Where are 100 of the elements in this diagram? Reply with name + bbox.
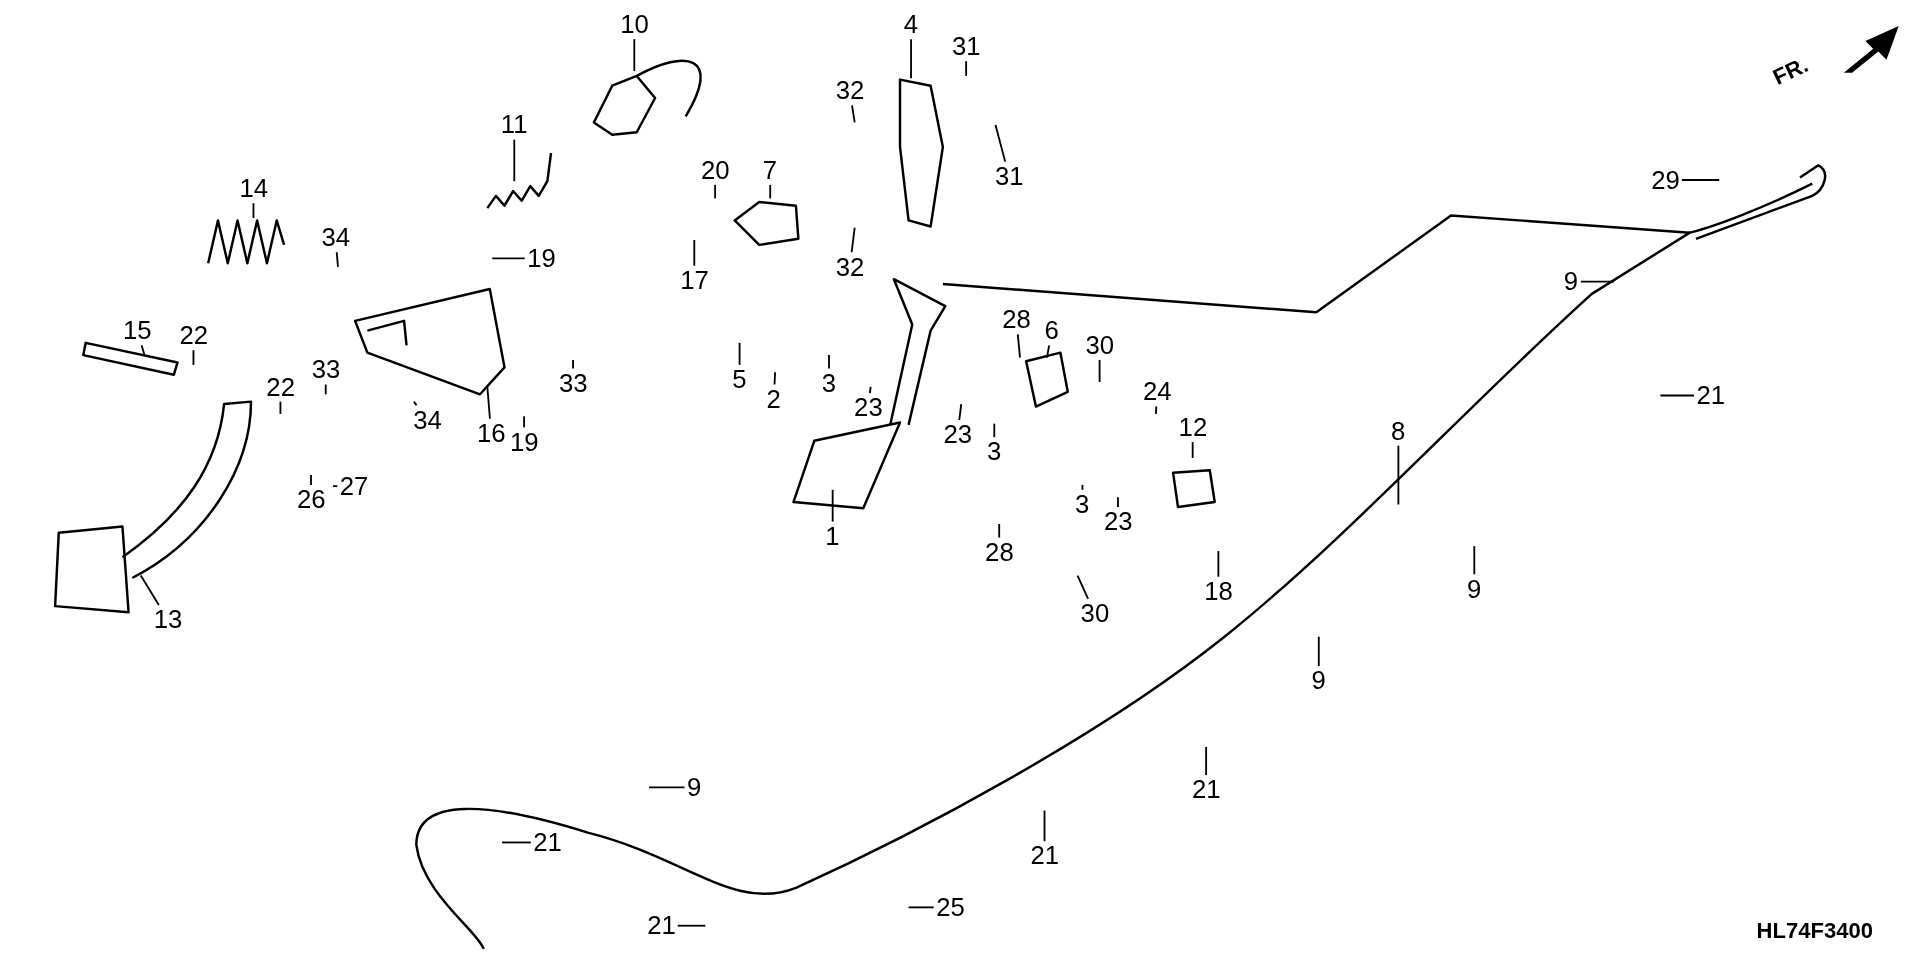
callout-number: 21 — [1030, 842, 1059, 870]
leader-line — [1081, 483, 1084, 491]
callout-number: 1 — [825, 522, 840, 550]
callout-number: 4 — [903, 11, 918, 38]
direction-label: FR. — [1768, 51, 1812, 91]
callout-number: 34 — [321, 224, 351, 251]
leader-line — [907, 906, 935, 909]
callout-number: 16 — [476, 420, 506, 447]
callout-number: 28 — [1002, 306, 1031, 334]
callout-number: 3 — [1075, 491, 1090, 518]
leader-line — [572, 359, 574, 370]
callout-number: 25 — [936, 893, 965, 921]
leader-line — [501, 841, 532, 844]
leader-line — [486, 386, 491, 420]
leader-line — [1191, 441, 1194, 459]
leader-line — [1046, 344, 1051, 359]
callout-number: 9 — [1466, 575, 1482, 603]
callout-number: 29 — [1651, 166, 1680, 194]
leader-line — [1098, 359, 1101, 383]
callout-number: 28 — [985, 538, 1014, 566]
leader-line — [192, 349, 195, 366]
callout-number: 21 — [533, 829, 562, 856]
leader-line — [1016, 333, 1021, 359]
callout-number: 33 — [559, 369, 588, 397]
callout-number: 19 — [527, 244, 556, 272]
leader-line — [1659, 394, 1695, 397]
leader-line — [676, 924, 707, 927]
leader-line — [1117, 496, 1119, 508]
callout-number: 17 — [680, 266, 709, 294]
callout-number: 30 — [1085, 331, 1115, 359]
leader-line — [491, 257, 526, 260]
callout-number: 19 — [510, 428, 539, 456]
callout-number: 24 — [1143, 378, 1172, 406]
callout-number: 5 — [732, 366, 747, 394]
callout-number: 32 — [835, 77, 865, 105]
callout-number: 8 — [1391, 417, 1406, 445]
callout-number: 33 — [311, 356, 341, 384]
callout-number: 13 — [153, 606, 183, 634]
leader-line — [140, 344, 146, 357]
leader-line — [828, 354, 830, 370]
leader-line — [1205, 746, 1208, 777]
leader-line — [648, 786, 686, 789]
leader-line — [850, 226, 856, 254]
leader-line — [335, 251, 339, 268]
callout-number: 2 — [766, 385, 781, 413]
leader-line — [965, 60, 968, 77]
callout-number: 3 — [821, 369, 836, 397]
callout-number: 27 — [339, 472, 369, 500]
leader-line — [332, 485, 339, 488]
callout-number: 23 — [1103, 508, 1133, 536]
callout-number: 9 — [686, 773, 702, 801]
leader-line — [279, 400, 282, 415]
callout-number: 7 — [762, 156, 778, 184]
callout-number: 18 — [1204, 577, 1233, 605]
callout-number: 21 — [1696, 382, 1726, 409]
drawing-code: HL74F3400 — [1756, 917, 1873, 944]
leader-line — [714, 184, 717, 200]
leader-line — [1043, 809, 1046, 843]
callout-number: 20 — [701, 156, 730, 184]
callout-number: 32 — [835, 253, 865, 281]
leader-line — [693, 239, 696, 267]
leader-line — [412, 400, 418, 407]
leader-line — [851, 104, 856, 124]
leader-line — [868, 386, 872, 394]
leader-line — [831, 488, 834, 523]
callout-number: 21 — [1192, 776, 1221, 804]
leader-line — [1317, 635, 1320, 668]
leader-line — [1579, 280, 1615, 283]
leader-line — [1076, 574, 1089, 600]
callout-number: 30 — [1080, 600, 1110, 627]
callout-number: 14 — [239, 175, 268, 203]
callout-number: 23 — [943, 421, 973, 449]
leader-line — [324, 383, 327, 396]
callout-number: 23 — [854, 394, 883, 422]
leader-line — [310, 474, 312, 486]
leader-line — [523, 415, 525, 429]
leader-line — [998, 523, 1001, 539]
leader-line — [738, 341, 741, 366]
callout-number: 15 — [123, 317, 152, 345]
callout-number: 21 — [647, 912, 676, 940]
callout-number: 6 — [1044, 317, 1059, 345]
callout-number: 3 — [986, 438, 1002, 466]
leader-line — [1397, 444, 1400, 506]
leader-line — [769, 184, 772, 200]
callout-number: 22 — [179, 322, 208, 349]
leader-line — [139, 574, 160, 606]
leader-line — [1217, 550, 1220, 578]
callout-number: 34 — [413, 406, 442, 434]
callout-number: 12 — [1178, 413, 1208, 441]
leader-line — [994, 124, 1007, 163]
leader-line — [252, 202, 255, 219]
callout-number: 26 — [296, 486, 326, 514]
leader-line — [773, 371, 777, 386]
callout-number: 9 — [1563, 268, 1578, 296]
callout-number: 10 — [620, 11, 649, 38]
leader-line — [513, 138, 516, 183]
leader-line — [993, 422, 996, 439]
callout-number: 11 — [500, 111, 528, 139]
leader-line — [633, 38, 636, 72]
leader-line — [958, 403, 963, 421]
